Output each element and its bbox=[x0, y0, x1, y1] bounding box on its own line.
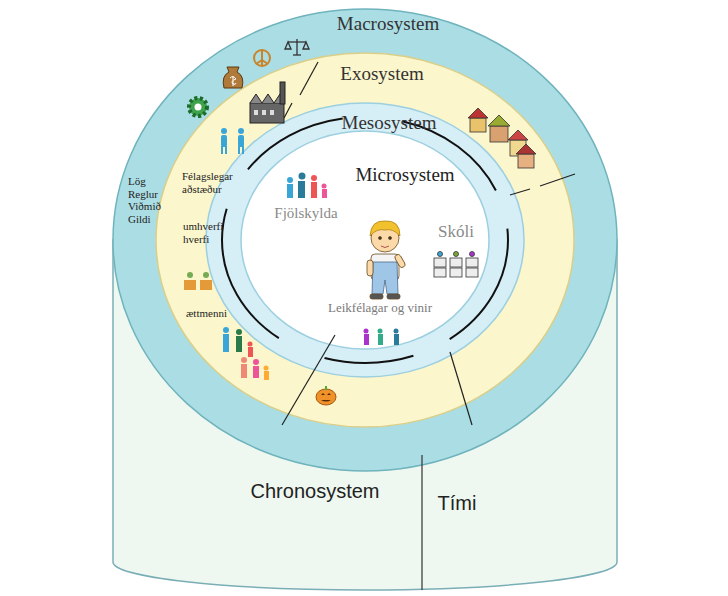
setting-label: Fjölskylda bbox=[274, 205, 337, 222]
time-label: Tími bbox=[438, 492, 477, 515]
system-ring: ExosystemFélagslegar aðstæður umhverfi hv… bbox=[155, 52, 575, 428]
values-list: Lög Reglur Viðmið Gildi bbox=[128, 175, 172, 226]
setting-label: Félagslegar aðstæður bbox=[182, 170, 254, 195]
ring-title: Mesosystem bbox=[342, 112, 437, 134]
ring-title: Chronosystem bbox=[251, 480, 380, 503]
system-ring: MicrosystemFjölskyldaSkóliLeikfélagar og… bbox=[240, 130, 490, 350]
system-ring: MacrosystemLög Reglur Viðmið GildiExosys… bbox=[112, 8, 618, 472]
setting-label: ættmenni bbox=[186, 307, 227, 320]
setting-label: Leikfélagar og vinir bbox=[328, 301, 432, 316]
ring-title: Microsystem bbox=[355, 164, 454, 186]
setting-label: Skóli bbox=[438, 222, 474, 242]
ring-title: Macrosystem bbox=[337, 13, 439, 35]
ring-title: Exosystem bbox=[340, 63, 423, 85]
system-ring: MesosystemMicrosystemFjölskyldaSkóliLeik… bbox=[205, 102, 525, 378]
setting-label: umhverfi hverfi bbox=[183, 220, 237, 245]
